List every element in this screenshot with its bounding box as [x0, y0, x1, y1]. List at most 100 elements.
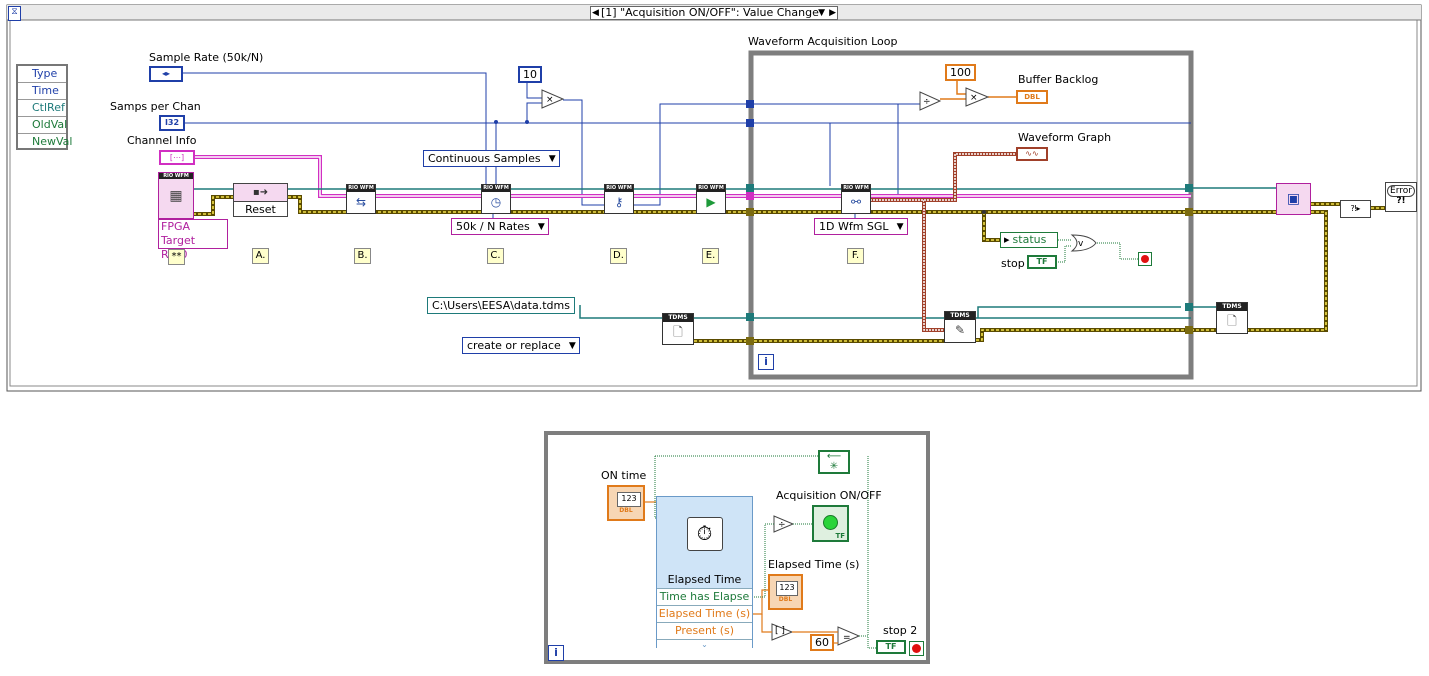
buffer-backlog-indicator[interactable]: DBL: [1016, 90, 1048, 104]
fpga-open-reference[interactable]: RIO WFM ▦: [158, 172, 194, 219]
event-data-node: Type Time CtlRef OldVal NewVal: [16, 64, 72, 150]
merge-errors-icon: ⁈▸: [1350, 204, 1361, 213]
event-case-selector[interactable]: ◀ [1] "Acquisition ON/OFF": Value Change…: [590, 6, 838, 20]
event-term-type: Type: [32, 67, 58, 80]
on-time-control[interactable]: 123 DBL: [607, 485, 645, 521]
event-term-oldval: OldVal: [18, 116, 67, 133]
acq-onoff-indicator[interactable]: TF: [812, 505, 849, 542]
unbundle-icon: ▸: [1004, 233, 1010, 246]
wfm-type-ring[interactable]: 1D Wfm SGL ▼: [814, 218, 908, 235]
loop-title: Waveform Acquisition Loop: [748, 35, 898, 48]
tdms-close-node[interactable]: TDMS 🗋: [1216, 302, 1248, 334]
elapsed-indicator-label: Elapsed Time (s): [768, 558, 860, 571]
ring-value: Continuous Samples: [428, 152, 541, 165]
file-path-constant[interactable]: C:\Users\EESA\data.tdms: [427, 297, 575, 314]
waveform-graph-label: Waveform Graph: [1018, 131, 1112, 144]
feedback-init-icon: ✳: [829, 461, 839, 472]
step-label-f: F.: [847, 248, 864, 264]
chevron-down-icon[interactable]: ▼: [818, 8, 825, 18]
svg-text:v: v: [1078, 239, 1084, 249]
sample-rate-control[interactable]: ◂▸: [149, 66, 183, 82]
event-term-newval: NewVal: [18, 133, 72, 150]
cluster-icon: [⋯]: [169, 153, 185, 162]
stopwatch-icon: ⏱: [686, 517, 723, 551]
acq-onoff-type: TF: [835, 532, 845, 540]
decrement-case-icon[interactable]: ◀: [592, 8, 599, 18]
elapsed-indicator-type: DBL: [778, 596, 793, 603]
output-present[interactable]: Present (s): [657, 622, 752, 639]
rio-wfm-header: RIO WFM: [842, 185, 870, 192]
rio-wfm-config-timing[interactable]: RIO WFM ⇆: [346, 184, 376, 214]
file-op-ring[interactable]: create or replace ▼: [462, 337, 580, 354]
channel-info-control[interactable]: [⋯]: [159, 150, 195, 165]
svg-text:=: =: [843, 633, 851, 643]
rio-wfm-read[interactable]: RIO WFM ⚯: [841, 184, 871, 214]
key-icon: ⚷: [614, 195, 624, 209]
loop-iteration-terminal: i: [758, 354, 774, 370]
step-label-d: D.: [610, 248, 627, 264]
buffer-backlog-label: Buffer Backlog: [1018, 73, 1099, 86]
expand-chevron-icon[interactable]: ⌄: [657, 639, 752, 650]
error-label: Error: [1387, 185, 1415, 197]
rio-wfm-property[interactable]: RIO WFM ⚷: [604, 184, 634, 214]
step-label-b: B.: [354, 248, 371, 264]
rio-wfm-sample-clock[interactable]: RIO WFM ◷: [481, 184, 511, 214]
increment-case-icon[interactable]: ▶: [829, 8, 836, 18]
on-time-label: ON time: [601, 469, 647, 482]
close-ref-icon: ▣: [1286, 191, 1301, 207]
samps-per-chan-control[interactable]: I32: [159, 115, 185, 131]
elapsed-time-express-vi[interactable]: ⏱ Elapsed Time Time has Elapse Elapsed T…: [656, 496, 753, 650]
elapsed-indicator[interactable]: 123 DBL: [768, 574, 803, 610]
feedback-node[interactable]: ⟵ ✳: [818, 450, 850, 474]
stop-condition-icon: [1138, 252, 1152, 266]
svg-text:÷: ÷: [923, 97, 931, 107]
fpga-target-label: FPGA Target: [161, 220, 196, 247]
chevron-down-icon: ▼: [568, 341, 576, 351]
ring-value: 1D Wfm SGL: [819, 220, 889, 233]
waveform-graph-indicator[interactable]: ∿∿: [1016, 147, 1048, 161]
reset-node[interactable]: ▪➜ Reset: [233, 183, 288, 217]
status-unbundle[interactable]: ▸status: [1000, 232, 1058, 248]
svg-text:×: ×: [970, 93, 978, 103]
reset-label: Reset: [234, 201, 287, 217]
constant-hundred[interactable]: 100: [945, 64, 976, 81]
file-path-value: C:\Users\EESA\data.tdms: [432, 299, 570, 312]
fpga-target-box[interactable]: FPGA Target RIO0: [158, 219, 228, 261]
step-label-a: A.: [252, 248, 269, 264]
stop2-label: stop 2: [883, 624, 918, 637]
chevron-down-icon: ▼: [537, 222, 545, 232]
pencil-icon: ✎: [954, 323, 966, 337]
constant-ten[interactable]: 10: [518, 66, 542, 83]
tdms-open-node[interactable]: TDMS 🗋: [662, 313, 694, 345]
sample-mode-ring[interactable]: Continuous Samples ▼: [423, 150, 560, 167]
stop2-button-terminal[interactable]: TF: [876, 640, 906, 654]
stop-button-terminal[interactable]: TF: [1027, 255, 1057, 269]
timer-loop-iteration-terminal: i: [548, 645, 564, 661]
fpga-close-node[interactable]: ▣: [1276, 183, 1311, 215]
output-time-has-elapsed[interactable]: Time has Elapse: [657, 588, 752, 605]
waveform-icon: ∿∿: [1025, 149, 1039, 158]
merge-errors-node[interactable]: ⁈▸: [1340, 200, 1371, 218]
step-label-start: **: [168, 249, 185, 265]
svg-text:×: ×: [546, 95, 554, 105]
elapsed-time-title: Elapsed Time: [667, 573, 742, 586]
svg-text:÷: ÷: [778, 520, 786, 530]
stop2-condition-icon: [909, 641, 924, 656]
rio-wfm-header: RIO WFM: [347, 185, 375, 192]
samps-per-chan-label: Samps per Chan: [110, 100, 201, 113]
step-label-e: E.: [702, 248, 719, 264]
sample-rate-label: Sample Rate (50k/N): [149, 51, 264, 64]
rate-mode-ring[interactable]: 50k / N Rates ▼: [451, 218, 549, 235]
event-term-time: Time: [18, 82, 66, 99]
reset-icon: ▪➜: [234, 184, 287, 201]
ring-value: create or replace: [467, 339, 561, 352]
tdms-write-node[interactable]: TDMS ✎: [944, 311, 976, 343]
error-handler-node[interactable]: Error ?!: [1385, 182, 1417, 212]
status-label: status: [1012, 233, 1047, 246]
step-label-c: C.: [487, 248, 504, 264]
constant-sixty[interactable]: 60: [810, 634, 834, 651]
read-glasses-icon: ⚯: [850, 195, 862, 209]
output-elapsed-time[interactable]: Elapsed Time (s): [657, 605, 752, 620]
rio-wfm-start[interactable]: RIO WFM ▶: [696, 184, 726, 214]
